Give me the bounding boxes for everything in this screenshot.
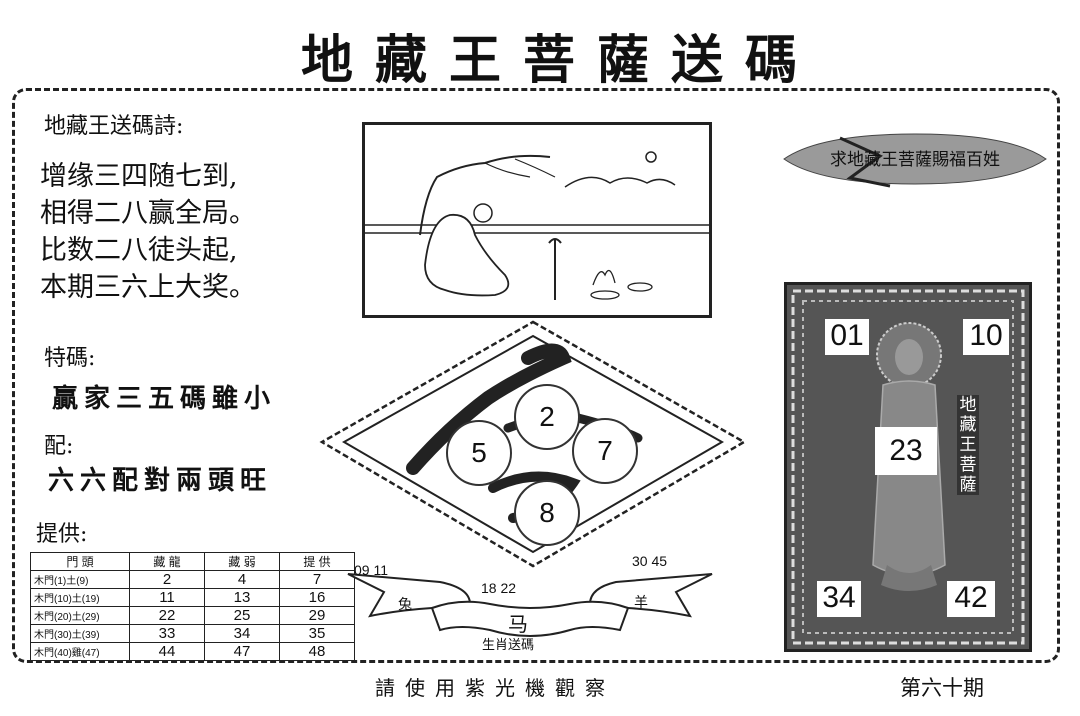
special-text: 贏家三五碼雖小	[52, 384, 277, 414]
table-header: 藏 弱	[204, 552, 280, 571]
cell: 4	[204, 570, 280, 589]
footer-text: 請使用紫光機觀察	[375, 676, 615, 700]
row-label: 木門(30)土(39)	[30, 624, 130, 643]
zodiac-center-numbers: 18 22	[481, 580, 517, 596]
table-row: 木門(1)土(9) 2 4 7	[30, 570, 355, 589]
cell: 34	[204, 624, 280, 643]
illustration	[362, 122, 712, 318]
provide-label: 提供:	[36, 522, 88, 547]
diamond-number: 8	[514, 480, 580, 546]
poem-heading: 地藏王送碼詩:	[44, 114, 184, 139]
table-row: 木門(30)土(39) 33 34 35	[30, 624, 355, 643]
provide-table: 門 頭 藏 龍 藏 弱 提 供 木門(1)土(9) 2 4 7 木門(10)土(…	[30, 552, 355, 661]
zodiac-caption: 生肖送碼	[482, 638, 535, 653]
table-row: 木門(10)土(19) 11 13 16	[30, 588, 355, 607]
poem: 增缘三四随七到, 相得二八赢全局。 比数二八徒头起, 本期三六上大奖。	[40, 158, 256, 306]
poem-line: 比数二八徒头起,	[40, 235, 238, 266]
cell: 35	[279, 624, 355, 643]
row-label: 木門(1)土(9)	[30, 570, 130, 589]
dashed-frame	[12, 88, 1060, 663]
buddha-number: 23	[875, 427, 937, 475]
table-header-row: 門 頭 藏 龍 藏 弱 提 供	[30, 552, 355, 571]
diamond-number: 2	[514, 384, 580, 450]
cell: 33	[129, 624, 205, 643]
buddha-number: 10	[963, 319, 1009, 355]
period-label: 第六十期	[900, 676, 984, 700]
diamond-number: 7	[572, 418, 638, 484]
row-label: 木門(20)土(29)	[30, 606, 130, 625]
cell: 48	[279, 642, 355, 661]
zodiac-ribbon	[347, 573, 713, 637]
buddha-panel: 01 10 23 34 42 地藏王菩薩	[784, 282, 1032, 652]
poem-line: 增缘三四随七到,	[40, 161, 238, 192]
zodiac-right-numbers: 30 45	[632, 553, 668, 569]
buddha-number: 01	[825, 319, 869, 355]
table-row: 木門(20)土(29) 22 25 29	[30, 606, 355, 625]
banner-shape	[783, 133, 1047, 188]
match-label: 配:	[44, 434, 74, 459]
table-header: 藏 龍	[129, 552, 205, 571]
cell: 44	[129, 642, 205, 661]
buddha-number: 42	[947, 581, 995, 617]
zodiac-left-numbers: 09 11	[354, 562, 388, 578]
cell: 25	[204, 606, 280, 625]
row-label: 木門(10)土(19)	[30, 588, 130, 607]
diamond-number: 5	[446, 420, 512, 486]
table-row: 木門(40)雞(47) 44 47 48	[30, 642, 355, 661]
cell: 2	[129, 570, 205, 589]
poem-line: 本期三六上大奖。	[40, 272, 256, 303]
row-label: 木門(40)雞(47)	[30, 642, 130, 661]
page-title: 地藏王菩薩送碼	[300, 30, 819, 91]
scholar-drawing-icon	[365, 151, 709, 300]
table-header: 門 頭	[30, 552, 130, 571]
poem-line: 相得二八赢全局。	[40, 198, 256, 229]
cell: 13	[204, 588, 280, 607]
cell: 11	[129, 588, 205, 607]
cell: 47	[204, 642, 280, 661]
buddha-side-text: 地藏王菩薩	[957, 395, 979, 495]
banner-text: 求地藏王菩薩賜福百姓	[830, 150, 1000, 170]
special-label: 特碼:	[44, 346, 96, 371]
match-text: 六六配對兩頭旺	[48, 466, 273, 496]
zodiac-left-animal: 兔	[398, 597, 412, 613]
zodiac-right-animal: 羊	[634, 595, 648, 611]
zodiac-center-animal: 马	[508, 612, 528, 636]
cell: 22	[129, 606, 205, 625]
buddha-number: 34	[817, 581, 861, 617]
